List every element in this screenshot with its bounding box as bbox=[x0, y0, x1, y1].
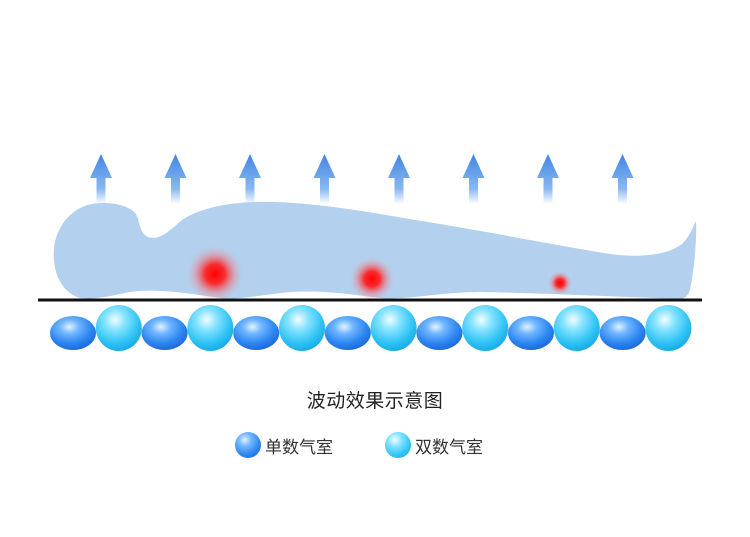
odd-chamber bbox=[599, 316, 646, 350]
odd-chamber-ball-icon bbox=[235, 432, 261, 458]
up-arrow-icon bbox=[611, 154, 634, 204]
upward-arrows bbox=[90, 154, 634, 204]
even-chamber bbox=[187, 305, 234, 351]
up-arrow-icon bbox=[462, 154, 485, 204]
pressure-points bbox=[187, 246, 572, 302]
legend-label-even: 双数气室 bbox=[415, 437, 483, 458]
odd-chamber bbox=[141, 316, 188, 350]
even-chamber bbox=[279, 305, 325, 351]
odd-chamber bbox=[508, 316, 554, 350]
even-chamber bbox=[645, 305, 692, 351]
legend-item-odd-chamber: 单数气室 bbox=[235, 428, 333, 462]
even-chamber bbox=[370, 305, 417, 351]
up-arrow-icon bbox=[313, 154, 336, 204]
up-arrow-icon bbox=[537, 154, 559, 204]
up-arrow-icon bbox=[90, 154, 112, 204]
legend-item-even-chamber: 双数气室 bbox=[385, 428, 483, 462]
even-chamber bbox=[462, 305, 509, 351]
odd-chamber bbox=[416, 316, 463, 350]
even-chamber-ball-icon bbox=[385, 432, 411, 458]
odd-chamber bbox=[233, 316, 280, 350]
up-arrow-icon bbox=[239, 154, 261, 204]
up-arrow-icon bbox=[388, 154, 410, 204]
pressure-point bbox=[548, 271, 572, 295]
odd-chamber bbox=[50, 316, 96, 350]
pressure-point bbox=[350, 257, 394, 301]
even-chamber bbox=[553, 305, 600, 351]
diagram-caption: 波动效果示意图 bbox=[306, 390, 444, 412]
air-chambers bbox=[50, 305, 692, 351]
even-chamber bbox=[95, 305, 142, 351]
up-arrow-icon bbox=[164, 154, 187, 204]
odd-chamber bbox=[324, 316, 371, 350]
legend-label-odd: 单数气室 bbox=[265, 437, 333, 458]
pressure-point bbox=[187, 246, 243, 302]
